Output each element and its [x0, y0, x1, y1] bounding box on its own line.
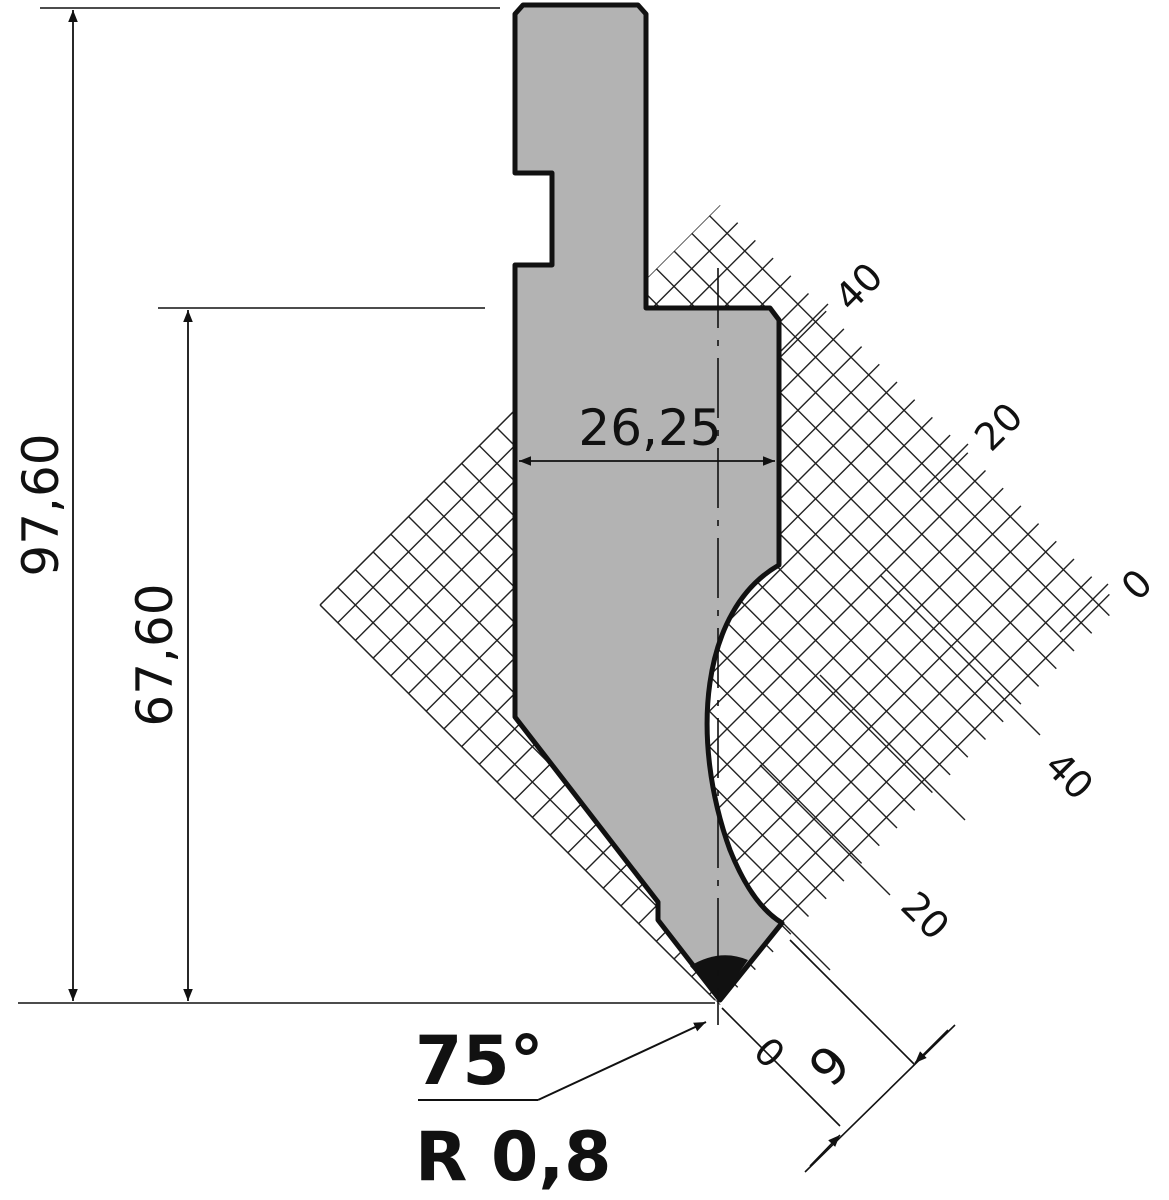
- grid-line: [320, 205, 1032, 1005]
- grid-left-border: [319, 404, 716, 1001]
- grid-line: [320, 205, 1120, 1005]
- upper-scale-40: 40: [826, 254, 891, 319]
- grid-line: [320, 205, 997, 1005]
- grid-line: [320, 205, 961, 1005]
- grid-line: [457, 205, 1120, 1005]
- grid-line: [320, 205, 1103, 1005]
- angle-leader-arrow: [537, 1021, 707, 1101]
- grid-line: [361, 205, 1120, 1005]
- grid-line: [326, 205, 1120, 1005]
- grid-line: [387, 205, 1120, 1005]
- angle-label: 75°: [415, 1022, 544, 1101]
- working-height-label: 67,60: [126, 583, 184, 726]
- grid-line: [351, 205, 1120, 1005]
- radius-label: R 0,8: [415, 1118, 612, 1197]
- grid-line: [493, 205, 1120, 1005]
- lower-scale-40: 40: [1037, 743, 1102, 808]
- grid-line: [320, 205, 1120, 1005]
- grid-line: [320, 205, 1120, 1005]
- lower-scale-0: 0: [745, 1029, 793, 1077]
- grid-line: [320, 205, 1120, 1005]
- grid-line: [320, 205, 1120, 1005]
- grid-line: [422, 205, 1120, 1005]
- offset-dimension-line: [804, 1024, 956, 1173]
- extension-lines: [18, 7, 715, 1004]
- upper-scale-20: 20: [966, 394, 1031, 459]
- offset-label: 9: [798, 1034, 862, 1098]
- offset-arrow-b: [809, 1134, 841, 1167]
- lower-scale-20: 20: [893, 883, 958, 948]
- upper-scale-0: 0: [1113, 561, 1161, 609]
- grid-scale-ticks: [759, 303, 1109, 971]
- total-height-label: 97,60: [12, 433, 70, 576]
- grid-line: [320, 205, 1068, 1005]
- width-label: 26,25: [578, 399, 721, 457]
- offset-arrow-a: [914, 1029, 949, 1064]
- offset-extension-lines: [721, 939, 916, 1127]
- punch-tool-body: [512, 2, 785, 1003]
- tip-radius: [690, 955, 748, 1000]
